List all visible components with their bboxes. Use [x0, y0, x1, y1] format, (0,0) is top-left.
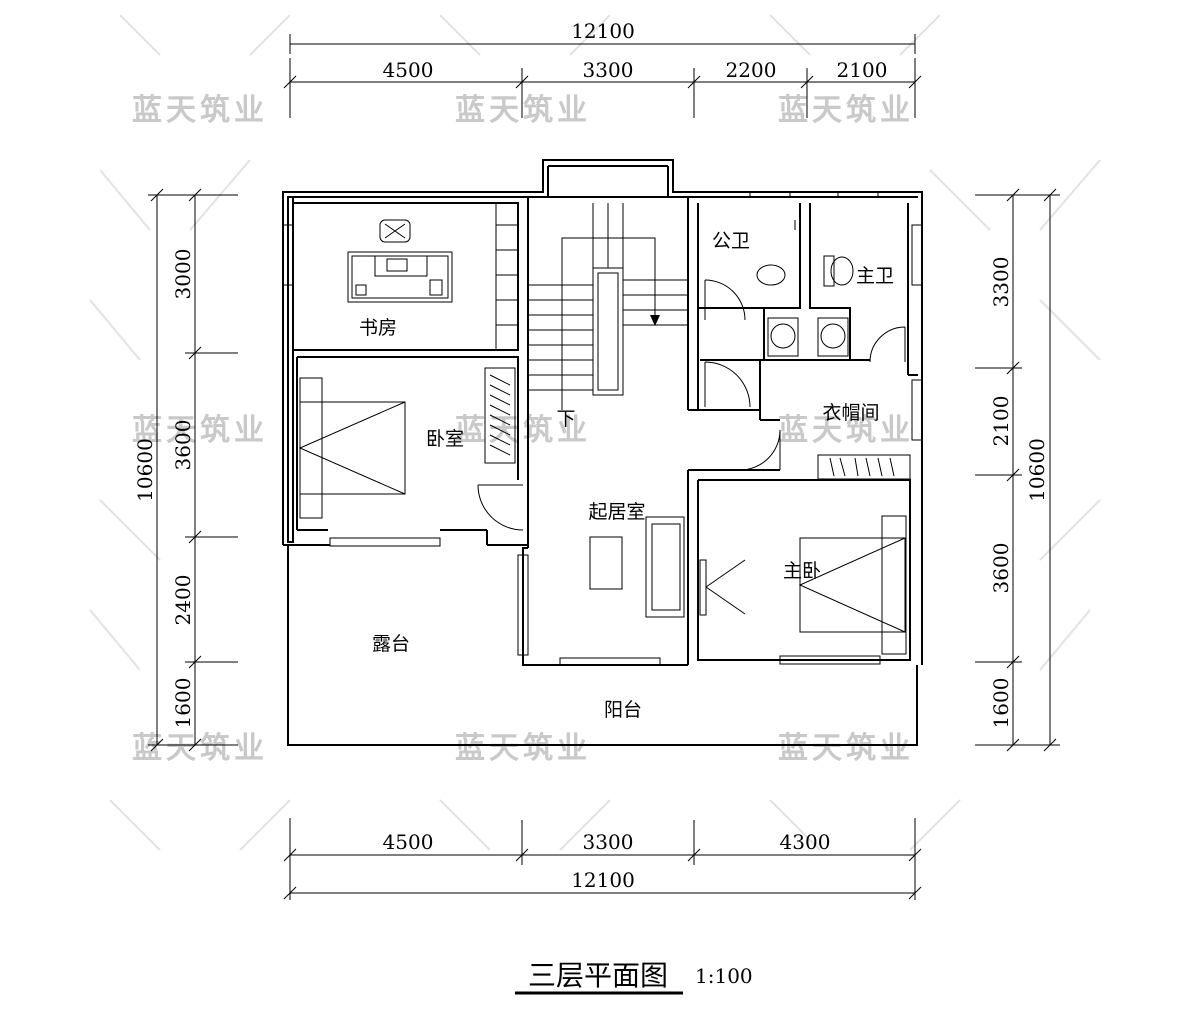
- room-label-master-bedroom: 主卧: [783, 560, 821, 582]
- top-dim-4: 2100: [837, 58, 888, 82]
- watermark-text: 蓝天筑业: [778, 93, 914, 128]
- watermark-text: 蓝天筑业: [455, 93, 591, 128]
- left-dim-4: 1600: [171, 678, 195, 729]
- room-label-cloakroom: 衣帽间: [822, 402, 879, 424]
- title-text: 三层平面图: [528, 959, 668, 992]
- left-dim-3: 2400: [171, 575, 195, 626]
- windows: [282, 191, 923, 666]
- room-label-bedroom: 卧室: [426, 428, 464, 450]
- watermark-text: 蓝天筑业: [778, 413, 914, 448]
- watermark-text: 蓝天筑业: [455, 413, 591, 448]
- right-dim-2: 2100: [989, 396, 1013, 447]
- walls: [282, 159, 923, 746]
- top-dim-3: 2200: [726, 58, 777, 82]
- room-labels: 书房 卧室 公卫 主卫 衣帽间 起居室 主卧 露台 阳台 下: [359, 230, 894, 721]
- bottom-dim-2: 3300: [583, 830, 634, 854]
- right-dim-4: 1600: [989, 678, 1013, 729]
- watermark-text: 蓝天筑业: [455, 731, 591, 766]
- watermark-texts: 蓝天筑业 蓝天筑业 蓝天筑业 蓝天筑业 蓝天筑业 蓝天筑业 蓝天筑业 蓝天筑业 …: [132, 93, 914, 766]
- room-label-study: 书房: [359, 317, 397, 339]
- left-dimensions: 3000 3600 2400 1600 10600: [133, 188, 238, 752]
- right-dim-1: 3300: [989, 257, 1013, 308]
- room-label-balcony: 阳台: [604, 699, 642, 721]
- scale-text: 1:100: [695, 964, 753, 988]
- top-dim-1: 4500: [383, 58, 434, 82]
- watermark-text: 蓝天筑业: [778, 731, 914, 766]
- drawing-title: 三层平面图 1:100: [515, 959, 753, 995]
- left-dim-2: 3600: [171, 420, 195, 471]
- right-dim-3: 3600: [989, 543, 1013, 594]
- watermark-text: 蓝天筑业: [132, 93, 268, 128]
- room-label-terrace: 露台: [372, 633, 410, 655]
- watermark-text: 蓝天筑业: [132, 413, 268, 448]
- watermark-text: 蓝天筑业: [132, 731, 268, 766]
- room-label-living: 起居室: [588, 501, 645, 523]
- bottom-dim-3: 4300: [780, 830, 831, 854]
- left-total-dim: 10600: [133, 438, 157, 502]
- left-dim-1: 3000: [171, 249, 195, 300]
- furniture: [298, 219, 911, 655]
- bottom-total-dim: 12100: [571, 868, 635, 892]
- right-dimensions: 3300 2100 3600 1600 10600: [975, 188, 1060, 752]
- room-label-public-bath: 公卫: [712, 230, 750, 252]
- bottom-dimensions: 4500 3300 4300 12100: [283, 818, 922, 900]
- top-total-dim: 12100: [571, 19, 635, 43]
- right-total-dim: 10600: [1025, 438, 1049, 502]
- room-label-master-bath: 主卫: [856, 265, 894, 287]
- top-dim-2: 3300: [583, 58, 634, 82]
- doors: [477, 279, 906, 531]
- stair-down-label: 下: [556, 408, 575, 430]
- top-dimensions: 12100 4500 3300 2200 2100: [283, 19, 922, 118]
- staircase: [528, 203, 688, 410]
- bottom-dim-1: 4500: [383, 830, 434, 854]
